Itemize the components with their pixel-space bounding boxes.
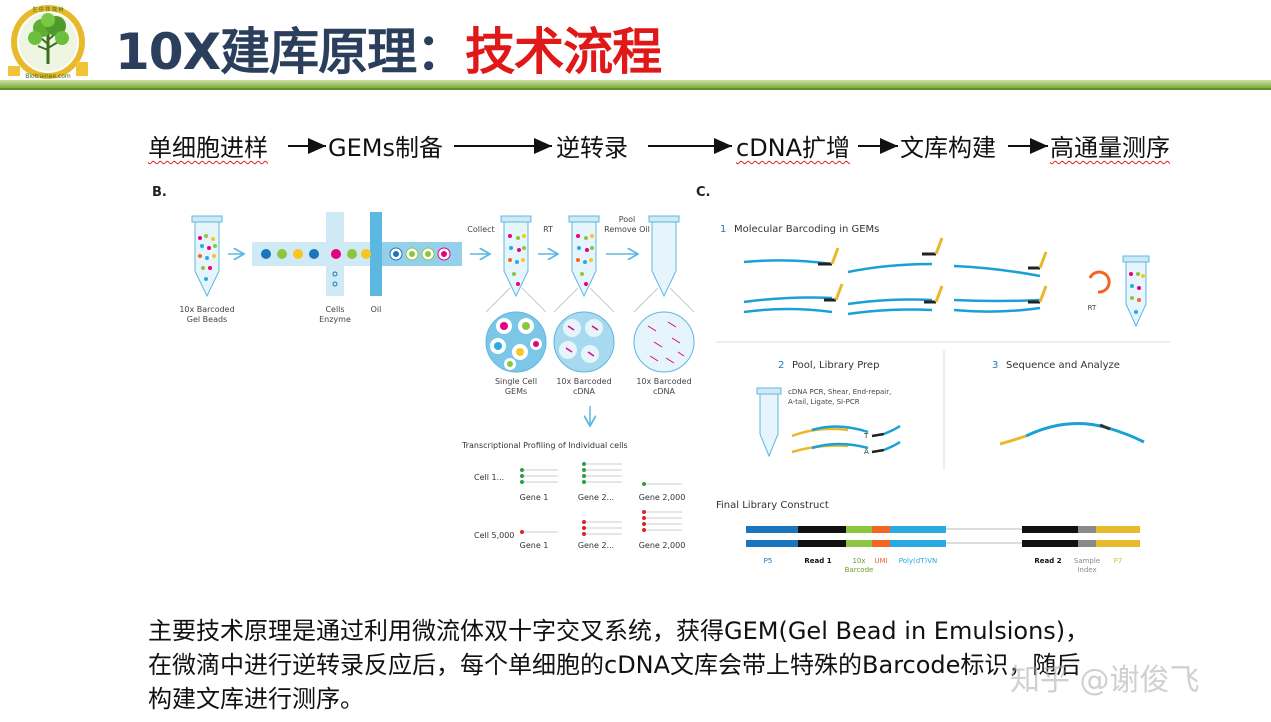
pool-label-2: Remove Oil [604, 225, 650, 234]
logo-text: Biotrainee.com [25, 73, 71, 80]
read1-label: Read 1 [804, 557, 831, 565]
gem-tube-c [1122, 255, 1150, 328]
p7-label: P7 [1114, 557, 1123, 565]
gem3-label-2: cDNA [653, 387, 676, 396]
gene2000-label-top: Gene 2,000 [639, 493, 686, 502]
single-cell-gems [485, 311, 547, 373]
zhihu-watermark: 知乎 @谢俊飞 [1010, 663, 1200, 698]
magnify-cone-1 [485, 287, 547, 313]
panel-b-label: B. [152, 185, 167, 200]
profiling-title: Transcriptional Profiling of Individual … [461, 441, 628, 450]
barcode-primers [818, 237, 1048, 304]
cells-label-1: Cells [325, 305, 344, 314]
t-label: T [863, 432, 869, 440]
step1-title: Molecular Barcoding in GEMs [734, 224, 879, 235]
flow-step-1: 单细胞进样 [148, 134, 268, 162]
flow-step-4: cDNA扩增 [736, 134, 851, 162]
microfluidic-chip [252, 212, 462, 296]
pooled-cdna [633, 311, 695, 373]
gene1-label-bottom: Gene 1 [520, 541, 549, 550]
read2-label: Read 2 [1034, 557, 1061, 565]
title-part2: 技术流程 [465, 23, 662, 81]
gel-beads-label-2: Gel Beads [187, 315, 227, 324]
title-part1: 10X建库原理： [115, 23, 466, 81]
flow-step-6: 高通量测序 [1050, 134, 1170, 162]
flow-step-2: GEMs制备 [328, 134, 443, 162]
sample-index-label-2: Index [1077, 566, 1096, 574]
panel-c-label: C. [696, 185, 710, 200]
sample-index-label-1: Sample [1074, 557, 1100, 565]
paragraph-line-2: 在微滴中进行逆转录反应后，每个单细胞的cDNA文库会带上特殊的Barcode标识… [148, 651, 1081, 679]
umi-label: UMI [874, 557, 887, 565]
cell5000-label: Cell 5,000 [474, 531, 514, 540]
workflow-steps: 单细胞进样 GEMs制备 逆转录 cDNA扩增 文库构建 高通量测序 [148, 128, 1248, 164]
step2-title: Pool, Library Prep [792, 360, 879, 371]
title-rule [0, 80, 1271, 88]
gene2000-label-bottom: Gene 2,000 [639, 541, 686, 550]
step2-detail-2: A-tail, Ligate, SI-PCR [788, 398, 860, 406]
barcoded-cdna-gems [553, 311, 615, 373]
gene1-label-top: Gene 1 [520, 493, 549, 502]
sequence-read [999, 422, 1145, 446]
logo-top-text: 生 信 技 能 树 [32, 6, 63, 13]
collect-label: Collect [467, 225, 494, 234]
biotrainee-logo: Biotrainee.com 生 信 技 能 树 [8, 5, 88, 80]
a-label: A [864, 448, 869, 456]
step3-title: Sequence and Analyze [1006, 360, 1120, 371]
step2-number: 2 [778, 360, 784, 371]
pool-label-1: Pool [619, 215, 636, 224]
title-rule-dark [0, 88, 1271, 90]
workflow-figure: B. 10x Barcoded Gel Beads [152, 185, 1170, 574]
expression-plots [520, 463, 682, 535]
gene2-label-bottom: Gene 2... [578, 541, 614, 550]
magnify-cone-3 [633, 287, 695, 313]
flow-arrows [288, 138, 1048, 154]
cells-label-2: Enzyme [319, 315, 351, 324]
final-library-title: Final Library Construct [716, 500, 829, 511]
library-fragments [791, 424, 901, 454]
step2-detail-1: cDNA PCR, Shear, End-repair, [788, 388, 891, 396]
barcode-label-2: Barcode [845, 566, 874, 574]
polydt-label: Poly(dT)VN [899, 557, 938, 565]
gene2-label-top: Gene 2... [578, 493, 614, 502]
barcoding-strands [743, 259, 1041, 316]
rt-label-b: RT [543, 225, 553, 234]
gem3-label-1: 10x Barcoded [636, 377, 691, 386]
gem2-label-1: 10x Barcoded [556, 377, 611, 386]
step3-number: 3 [992, 360, 998, 371]
flow-step-5: 文库构建 [900, 134, 996, 162]
p5-label: P5 [764, 557, 773, 565]
description-paragraph: 主要技术原理是通过利用微流体双十字交叉系统，获得GEM(Gel Bead in … [148, 614, 1248, 716]
flow-step-3: 逆转录 [556, 134, 628, 162]
gel-beads-label-1: 10x Barcoded [179, 305, 234, 314]
rt-cycle-icon [1088, 270, 1111, 294]
paragraph-line-3: 构建文库进行测序。 [148, 685, 364, 713]
gem1-label-2: GEMs [505, 387, 527, 396]
magnify-cone-2 [553, 287, 615, 313]
expression-dots [520, 462, 646, 536]
gem1-label-1: Single Cell [495, 377, 537, 386]
final-library-construct [746, 526, 1140, 547]
slide-title: 10X建库原理：技术流程 [115, 12, 662, 84]
collect-tube [500, 215, 532, 298]
barcode-label-1: 10x [852, 557, 865, 565]
rt-tube [568, 215, 600, 298]
paragraph-line-1: 主要技术原理是通过利用微流体双十字交叉系统，获得GEM(Gel Bead in … [148, 617, 1090, 645]
gem2-label-2: cDNA [573, 387, 596, 396]
rt-label-c: RT [1088, 304, 1097, 312]
cell1-label: Cell 1... [474, 473, 504, 482]
gel-bead-tube [191, 215, 223, 298]
step1-number: 1 [720, 224, 726, 235]
oil-label: Oil [371, 305, 382, 314]
pooled-tube [648, 215, 680, 298]
library-prep-tube [756, 387, 782, 458]
